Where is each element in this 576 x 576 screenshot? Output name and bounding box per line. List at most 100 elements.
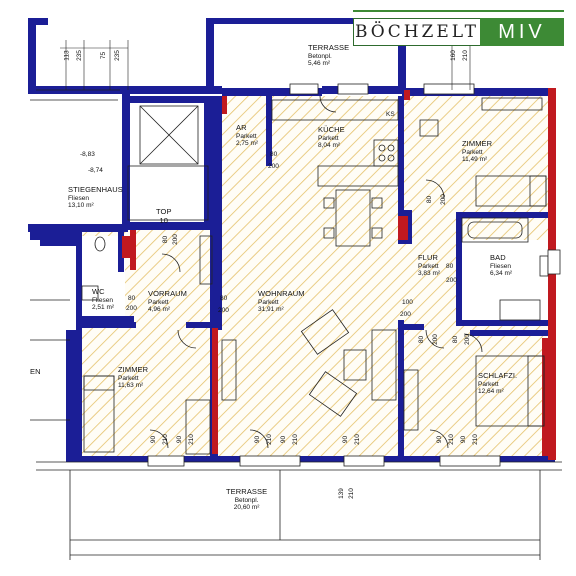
room-kueche: KÜCHE Parkett 8,04 m² <box>318 125 345 150</box>
room-name: SCHLAFZI. <box>478 371 518 380</box>
room-zimmer-ne: ZIMMER Parkett 11,49 m² <box>462 139 493 164</box>
dim-vertical: 200 <box>431 334 439 345</box>
dim-vertical: 80 <box>418 335 426 344</box>
room-floor: Fliesen <box>68 194 89 202</box>
room-vorraum: VORRAUM Parkett 4,96 m² <box>148 289 188 314</box>
dim-vertical: 235 <box>75 50 83 61</box>
room-name: BAD <box>490 253 506 262</box>
dim-vertical: 200 <box>439 194 447 205</box>
dim-vertical: 90 <box>176 435 184 444</box>
windows <box>147 83 561 467</box>
room-floor: Fliesen <box>92 296 113 304</box>
level-mark-1: -8,83 <box>80 151 95 158</box>
dim-vertical: 210 <box>291 434 299 445</box>
dim-vertical: 90 <box>460 435 468 444</box>
dim-ks: KS <box>386 111 395 118</box>
dim-door-width: 80 <box>270 151 278 158</box>
room-name: ZIMMER <box>462 139 493 148</box>
room-name: AR <box>236 123 247 132</box>
dim-vertical: 75 <box>100 51 108 60</box>
dim-vertical: 210 <box>447 434 455 445</box>
dim-vertical: 200 <box>463 334 471 345</box>
room-area: 11,63 m² <box>118 382 144 390</box>
room-area: 12,64 m² <box>478 388 504 396</box>
logo-part-1: BÖCHZELT <box>353 18 480 46</box>
room-area: 6,34 m² <box>490 270 513 278</box>
room-area: 8,04 m² <box>318 142 341 150</box>
level-mark-2: -8,74 <box>88 167 103 174</box>
room-area: 3,83 m² <box>418 270 441 278</box>
room-name: TOP <box>156 207 172 216</box>
room-area: 5,46 m² <box>308 60 331 68</box>
dim-door-width: 80 <box>220 295 228 302</box>
dim-door-height: 200 <box>218 307 229 314</box>
room-floor: Parkett <box>236 132 257 140</box>
dim-vertical: 90 <box>150 435 158 444</box>
dim-vertical: 90 <box>342 435 350 444</box>
room-area: 2,51 m² <box>92 304 115 312</box>
dim-vertical: 210 <box>187 434 195 445</box>
room-area: 2,75 m² <box>236 140 259 148</box>
dim-vertical: 210 <box>347 488 355 499</box>
room-wc: WC Fliesen 2,51 m² <box>92 287 115 312</box>
room-floor: Parkett <box>258 298 279 306</box>
room-top: TOP 10 <box>156 207 172 225</box>
dim-vertical: 80 <box>452 335 460 344</box>
room-schlafzi: SCHLAFZI. Parkett 12,64 m² <box>478 371 518 396</box>
room-terrasse-bottom: TERRASSE Betonpl. 20,60 m² <box>226 487 268 512</box>
top-number: 10 <box>159 215 169 225</box>
room-area: 4,96 m² <box>148 306 171 314</box>
room-ar: AR Parkett 2,75 m² <box>236 123 259 148</box>
room-name: STIEGENHAUS <box>68 185 123 194</box>
room-wohnraum: WOHNRAUM Parkett 31,91 m² <box>258 289 305 314</box>
dim-door-height: 200 <box>126 305 137 312</box>
room-floor: Parkett <box>318 134 339 142</box>
room-terrasse-top: TERRASSE Betonpl. 5,46 m² <box>308 43 350 68</box>
room-name: TERRASSE <box>226 487 268 496</box>
brand-logo: BÖCHZELT MIV <box>353 10 564 46</box>
dim-door-height: 200 <box>446 277 457 284</box>
dim-vertical: 200 <box>171 234 179 245</box>
room-name: ZIMMER <box>118 365 149 374</box>
room-area: 11,49 m² <box>462 156 488 164</box>
dim-vertical: 210 <box>471 434 479 445</box>
room-name: TERRASSE <box>308 43 350 52</box>
dim-door-height: 200 <box>400 311 411 318</box>
dim-vertical: 80 <box>162 235 170 244</box>
dim-door-width: 80 <box>128 295 136 302</box>
room-floor: Parkett <box>118 374 139 382</box>
dim-vertical: 160 <box>449 50 457 61</box>
room-floor: Parkett <box>462 148 483 156</box>
room-floor: Parkett <box>478 380 499 388</box>
room-name: KÜCHE <box>318 125 345 134</box>
room-floor: Parkett <box>418 262 439 270</box>
room-zimmer-sw: ZIMMER Parkett 11,63 m² <box>118 365 149 390</box>
room-name: WOHNRAUM <box>258 289 305 298</box>
room-bad: BAD Fliesen 6,34 m² <box>490 253 513 278</box>
dim-vertical: 113 <box>63 50 71 61</box>
dim-vertical: 80 <box>426 195 434 204</box>
dim-vertical: 90 <box>280 435 288 444</box>
dim-vertical: 90 <box>254 435 262 444</box>
logo-part-2: MIV <box>480 18 564 46</box>
dim-door-height: 200 <box>268 163 279 170</box>
dim-vertical: 210 <box>461 50 469 61</box>
dim-vertical: 90 <box>436 435 444 444</box>
dim-vertical: 210 <box>161 434 169 445</box>
room-stiegenhaus: STIEGENHAUS Fliesen 13,10 m² <box>68 185 123 210</box>
dim-vertical: 139 <box>337 488 345 499</box>
room-en: EN <box>30 367 41 376</box>
room-floor: Fliesen <box>490 262 511 270</box>
room-name: WC <box>92 287 105 296</box>
dim-vertical: 210 <box>353 434 361 445</box>
dim-door-width: 100 <box>402 299 413 306</box>
linework <box>30 89 562 560</box>
dim-vertical: 210 <box>265 434 273 445</box>
room-area: 13,10 m² <box>68 202 94 210</box>
dimension-lines <box>60 40 471 90</box>
room-floor: Betonpl. <box>308 52 332 60</box>
room-name: VORRAUM <box>148 289 188 298</box>
room-floor: Betonpl. <box>234 496 259 504</box>
room-name: FLUR <box>418 253 438 262</box>
